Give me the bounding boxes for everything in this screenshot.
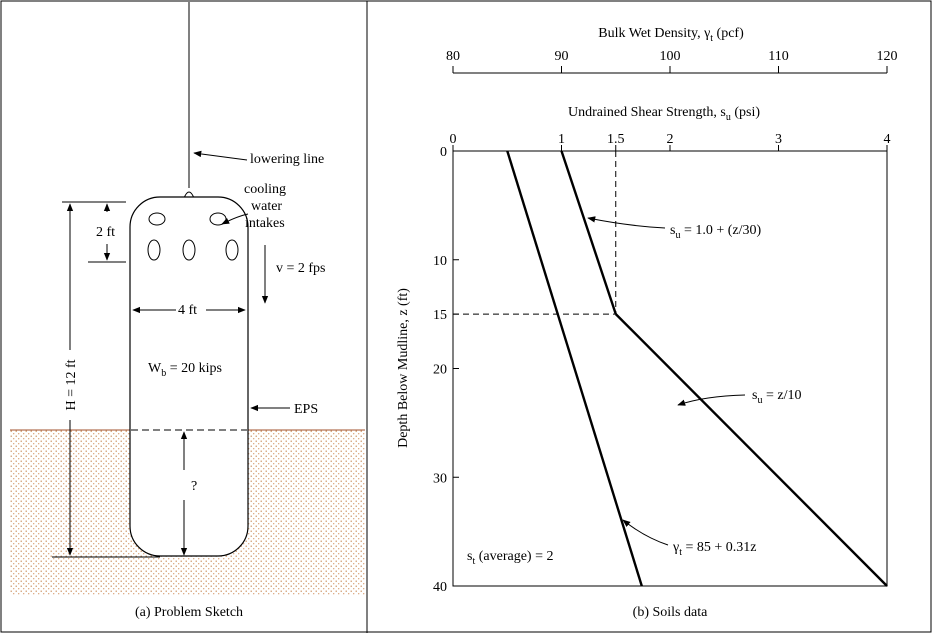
mid-tick-label: 4 [884, 132, 891, 147]
series-line [506, 150, 643, 587]
y-tick-label: 40 [433, 580, 447, 595]
top-axis-ticks: 80 90 100 110 120 [446, 49, 898, 73]
su-upper-arrow [587, 216, 666, 229]
su-lower-arrow [677, 394, 746, 406]
mid-tick-label: 2 [667, 132, 674, 147]
intake-hole [148, 212, 166, 226]
y-tick-label: 20 [433, 363, 447, 378]
mid-tick-label: 1 [558, 132, 565, 147]
series-lines [506, 150, 888, 587]
mid-tick-label: 1.5 [607, 132, 625, 147]
velocity-label: v = 2 fps [276, 261, 326, 276]
su-lower-label: su = z/10 [752, 388, 801, 406]
top-tick-label: 100 [660, 49, 681, 64]
cooling-water-label: cooling water intakes [244, 182, 290, 231]
weight-label: Wb = 20 kips [148, 361, 222, 379]
penetrometer-body [129, 196, 249, 557]
height-label: H = 12 ft [64, 359, 79, 410]
gamma-arrow [622, 519, 669, 546]
mid-tick-label: 3 [775, 132, 782, 147]
intake-arrow [221, 213, 249, 225]
top-tick-label: 80 [446, 49, 460, 64]
caption-b: (b) Soils data [633, 605, 708, 620]
penetration-label: ? [191, 479, 197, 494]
intake-hole [182, 239, 196, 261]
caption-a: (a) Problem Sketch [135, 605, 243, 620]
intake-hole [225, 239, 239, 261]
series-line [560, 150, 617, 315]
y-tick-label: 10 [433, 254, 447, 269]
y-tick-label: 0 [440, 145, 447, 160]
top-tick-label: 110 [768, 49, 788, 64]
top-tick-label: 90 [555, 49, 569, 64]
reference-lines [453, 151, 617, 315]
top-axis-title: Bulk Wet Density, γt (pcf) [598, 26, 744, 44]
y-axis-ticks: 0 10 15 20 30 40 [433, 145, 459, 595]
gamma-label: γt = 85 + 0.31z [672, 540, 756, 558]
lowering-line-label: lowering line [250, 152, 324, 167]
intake-hole [147, 239, 161, 261]
mid-axis-ticks: 0 1 1.5 2 3 4 [450, 132, 891, 151]
series-line [614, 313, 888, 587]
top-tick-label: 120 [877, 49, 898, 64]
mid-axis-title: Undrained Shear Strength, su (psi) [568, 105, 760, 123]
intake-spacing-label: 2 ft [96, 225, 115, 240]
st-label: st (average) = 2 [467, 549, 553, 567]
problem-sketch: lowering line cooling water intakes v = … [10, 2, 365, 620]
su-upper-label: su = 1.0 + (z/30) [670, 223, 762, 241]
y-tick-label: 30 [433, 471, 447, 486]
y-tick-label: 15 [433, 308, 447, 323]
width-label: 4 ft [178, 303, 197, 318]
eps-label: EPS [294, 402, 318, 417]
mid-tick-label: 0 [450, 132, 457, 147]
lowering-line-arrow [193, 150, 248, 161]
y-axis-title: Depth Below Mudline, z (ft) [396, 288, 411, 448]
